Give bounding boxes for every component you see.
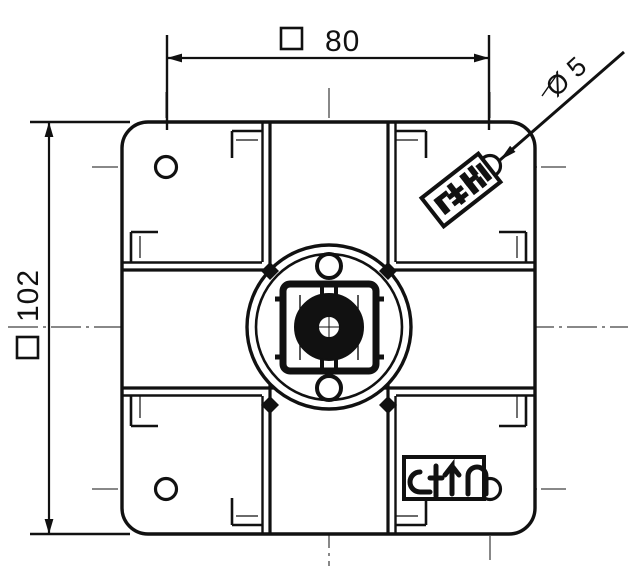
node-top-left	[261, 262, 279, 280]
hub-block-lugs	[275, 296, 384, 360]
engraved-label-bottom-right	[402, 455, 489, 501]
label-br-glyphs	[407, 458, 489, 499]
channel-end-brackets	[129, 129, 528, 527]
callout-tick	[541, 75, 557, 97]
callout-diameter-label: Ø 5	[540, 51, 592, 102]
channel-hidden-detail	[139, 139, 518, 517]
height-dimension: 102	[12, 120, 130, 536]
width-dim-value: 80	[325, 25, 360, 58]
node-bottom-right	[379, 396, 397, 414]
hub-tab-bottom	[315, 374, 343, 402]
hub-bore-crosshair	[314, 312, 344, 342]
width-dimension: 80	[165, 25, 491, 130]
mounting-hole-bottom-left	[153, 476, 179, 502]
width-square-symbol	[279, 26, 304, 51]
callout-leader-line	[499, 50, 625, 162]
hole-diameter-callout: Ø 5	[499, 50, 625, 162]
node-bottom-left	[261, 396, 279, 414]
height-dim-value: 102	[12, 269, 45, 322]
hub-tab-top	[315, 252, 343, 280]
mounting-hole-top-left	[153, 154, 179, 180]
hub-corner-nodes	[261, 262, 397, 414]
central-rotary-hub	[245, 243, 413, 414]
label-tr-glyphs	[433, 162, 493, 216]
node-top-right	[379, 262, 397, 280]
engraved-label-top-right	[418, 150, 504, 230]
height-square-symbol	[15, 335, 40, 360]
